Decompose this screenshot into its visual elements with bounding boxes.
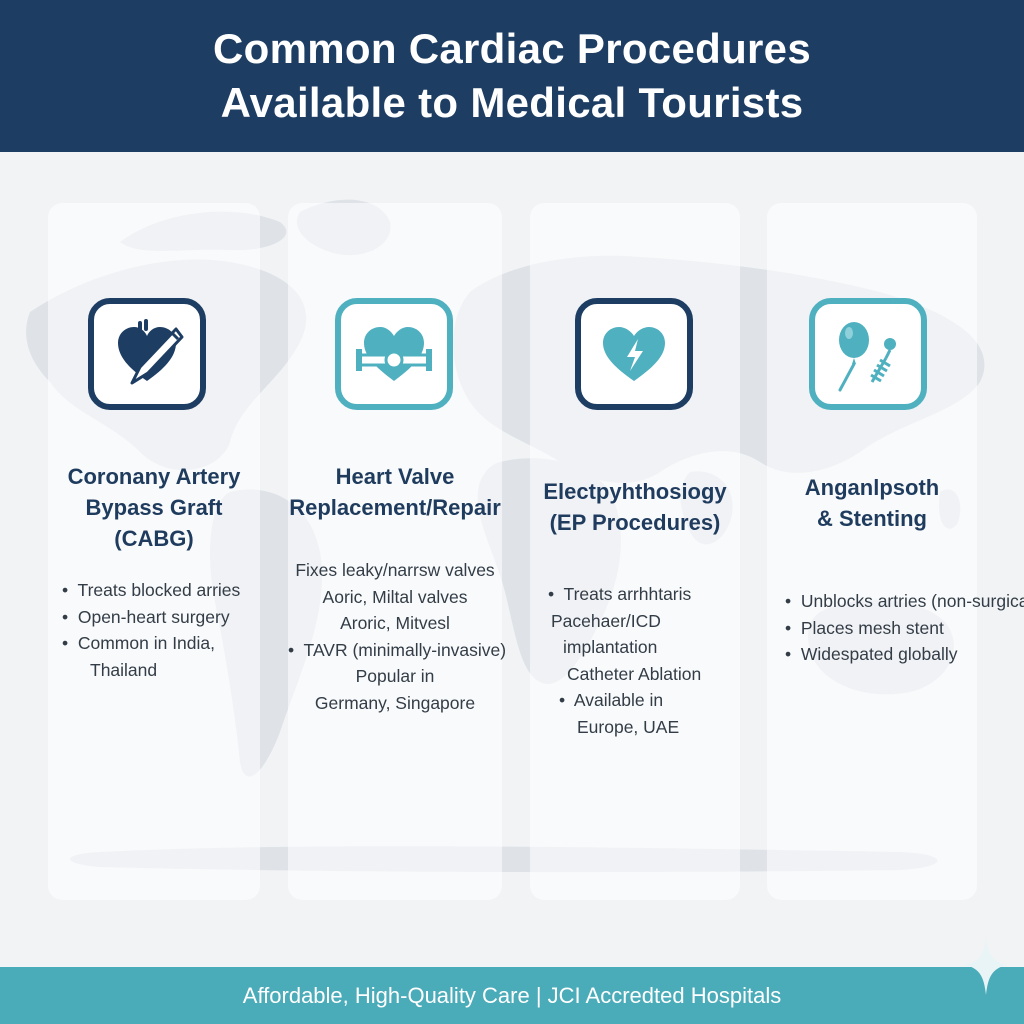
sparkle-icon: [966, 937, 1006, 995]
list-item: • Treats arrhhtaris: [548, 584, 692, 604]
page-title-line-1: Common Cardiac Procedures: [212, 25, 811, 72]
card-bullets-ep: • Treats arrhhtaris Pacehaer/ICD implant…: [548, 581, 701, 740]
list-item: • Available in: [559, 690, 664, 710]
list-item: Germany, Singapore: [314, 692, 476, 713]
card-title-line: (EP Procedures): [549, 510, 721, 535]
list-item: Catheter Ablation: [567, 663, 702, 684]
card-bullets-valve: Fixes leaky/narrsw valves Aoric, Miltal …: [288, 557, 507, 716]
list-item: • Open-heart surgery: [62, 606, 230, 627]
heart-lightning-icon: [603, 327, 665, 381]
card-title-valve: Heart Valve Replacement/Repair: [288, 461, 502, 523]
header-banner: Common Cardiac Procedures Available to M…: [0, 0, 1024, 152]
card-title-line: & Stenting: [817, 506, 927, 531]
card-bullets-angioplasty: • Unblocks artries (non-surgical) • Plac…: [785, 588, 1024, 668]
list-item: Popular in: [355, 666, 435, 686]
card-title-line: Electpyhthosiogy: [543, 479, 727, 504]
list-item: Pacehaer/ICD: [551, 610, 661, 631]
card-title-cabg: Coronany Artery Bypass Graft (CABG): [48, 461, 260, 554]
balloon-stent-icon: [838, 322, 896, 392]
list-item: Fixes leaky/narrsw valves: [295, 560, 495, 580]
icon-frame-cabg: [88, 298, 206, 410]
list-item: Aroric, Mitvesl: [340, 613, 450, 633]
card-title-line: Bypass Graft: [85, 495, 223, 520]
card-title-line: Coronany Artery: [67, 464, 241, 489]
footer-banner: Affordable, High-Quality Care | JCI Accr…: [0, 967, 1024, 1024]
list-item: Aoric, Miltal valves: [322, 586, 468, 607]
list-item: • Unblocks artries (non-surgical): [785, 591, 1024, 611]
card-title-line: Anganlpsoth: [804, 475, 940, 500]
list-item: • Common in India,: [62, 633, 216, 653]
card-bullets-cabg: • Treats blocked arries • Open-heart sur…: [62, 577, 240, 683]
list-item: Thailand: [90, 659, 158, 680]
list-item: • Treats blocked arries: [62, 580, 241, 600]
heart-valve-icon: [356, 327, 432, 381]
icon-frame-valve: [335, 298, 453, 410]
list-item: implantation: [563, 637, 658, 657]
footer-text: Affordable, High-Quality Care | JCI Accr…: [242, 982, 782, 1008]
card-title-line: Heart Valve: [335, 464, 455, 489]
list-item: • Widespated globally: [785, 644, 958, 664]
list-item: • TAVR (minimally-invasive): [288, 639, 507, 660]
card-title-line: Replacement/Repair: [289, 495, 501, 520]
heart-scalpel-icon: [118, 319, 184, 385]
icon-frame-angioplasty: [809, 298, 927, 410]
card-title-angioplasty: Anganlpsoth & Stenting: [757, 472, 987, 534]
card-title-ep: Electpyhthosiogy (EP Procedures): [520, 476, 750, 538]
icon-frame-ep: [575, 298, 693, 410]
card-title-line: (CABG): [114, 526, 194, 551]
list-item: Europe, UAE: [577, 716, 680, 737]
page-title-line-2: Available to Medical Tourists: [220, 79, 804, 126]
list-item: • Places mesh stent: [785, 617, 944, 638]
